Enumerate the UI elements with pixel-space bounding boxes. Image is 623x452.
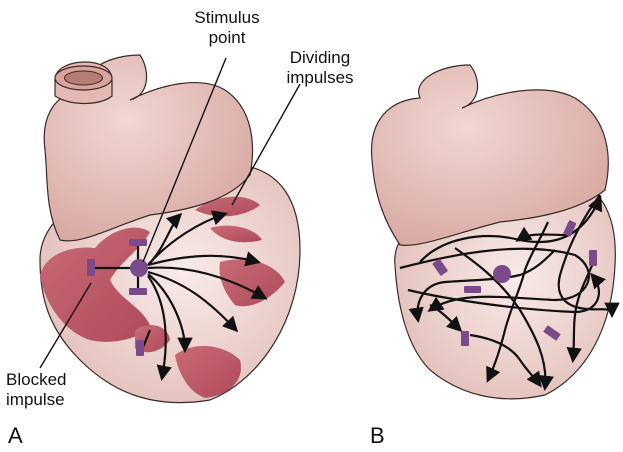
- heart-a: [40, 55, 300, 403]
- label-dividing-impulses: Dividing impulses: [275, 48, 365, 88]
- label-dividing-impulses-line1: Dividing: [275, 48, 365, 68]
- panel-label-b: B: [370, 423, 385, 449]
- label-blocked-impulse-line2: impulse: [6, 390, 84, 410]
- label-dividing-impulses-line2: impulses: [275, 68, 365, 88]
- label-blocked-impulse: Blocked impulse: [6, 370, 84, 410]
- label-stimulus-point-line1: Stimulus: [185, 8, 269, 28]
- panel-label-a: A: [8, 423, 23, 449]
- stimulus-point-dot-a: [130, 259, 148, 277]
- heart-b: [372, 65, 616, 399]
- label-stimulus-point: Stimulus point: [185, 8, 269, 48]
- label-blocked-impulse-line1: Blocked: [6, 370, 84, 390]
- stimulus-point-dot-b: [493, 265, 511, 283]
- label-stimulus-point-line2: point: [185, 28, 269, 48]
